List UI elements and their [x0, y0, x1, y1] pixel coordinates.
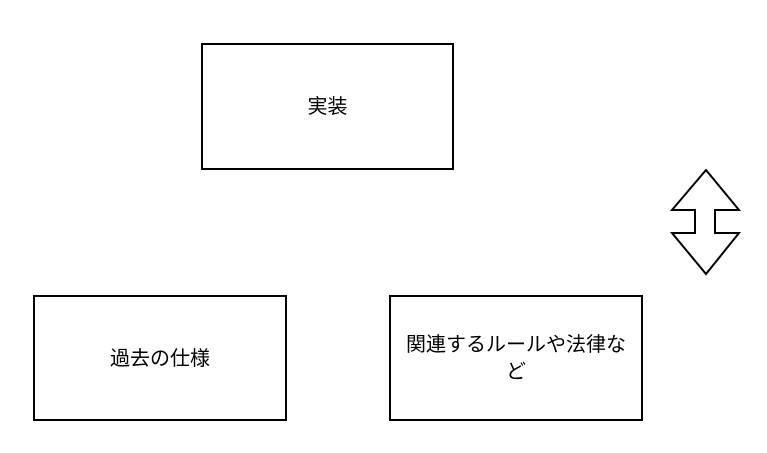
implementation-label: 実装: [307, 94, 348, 118]
implementation-box: 実装: [201, 43, 454, 170]
up-down-arrow-icon: [669, 168, 742, 276]
related-rules-label: 関連するルールや法律など: [406, 332, 626, 383]
past-specs-box: 過去の仕様: [33, 295, 287, 421]
related-rules-box: 関連するルールや法律など: [389, 295, 643, 421]
past-specs-label: 過去の仕様: [110, 345, 210, 370]
